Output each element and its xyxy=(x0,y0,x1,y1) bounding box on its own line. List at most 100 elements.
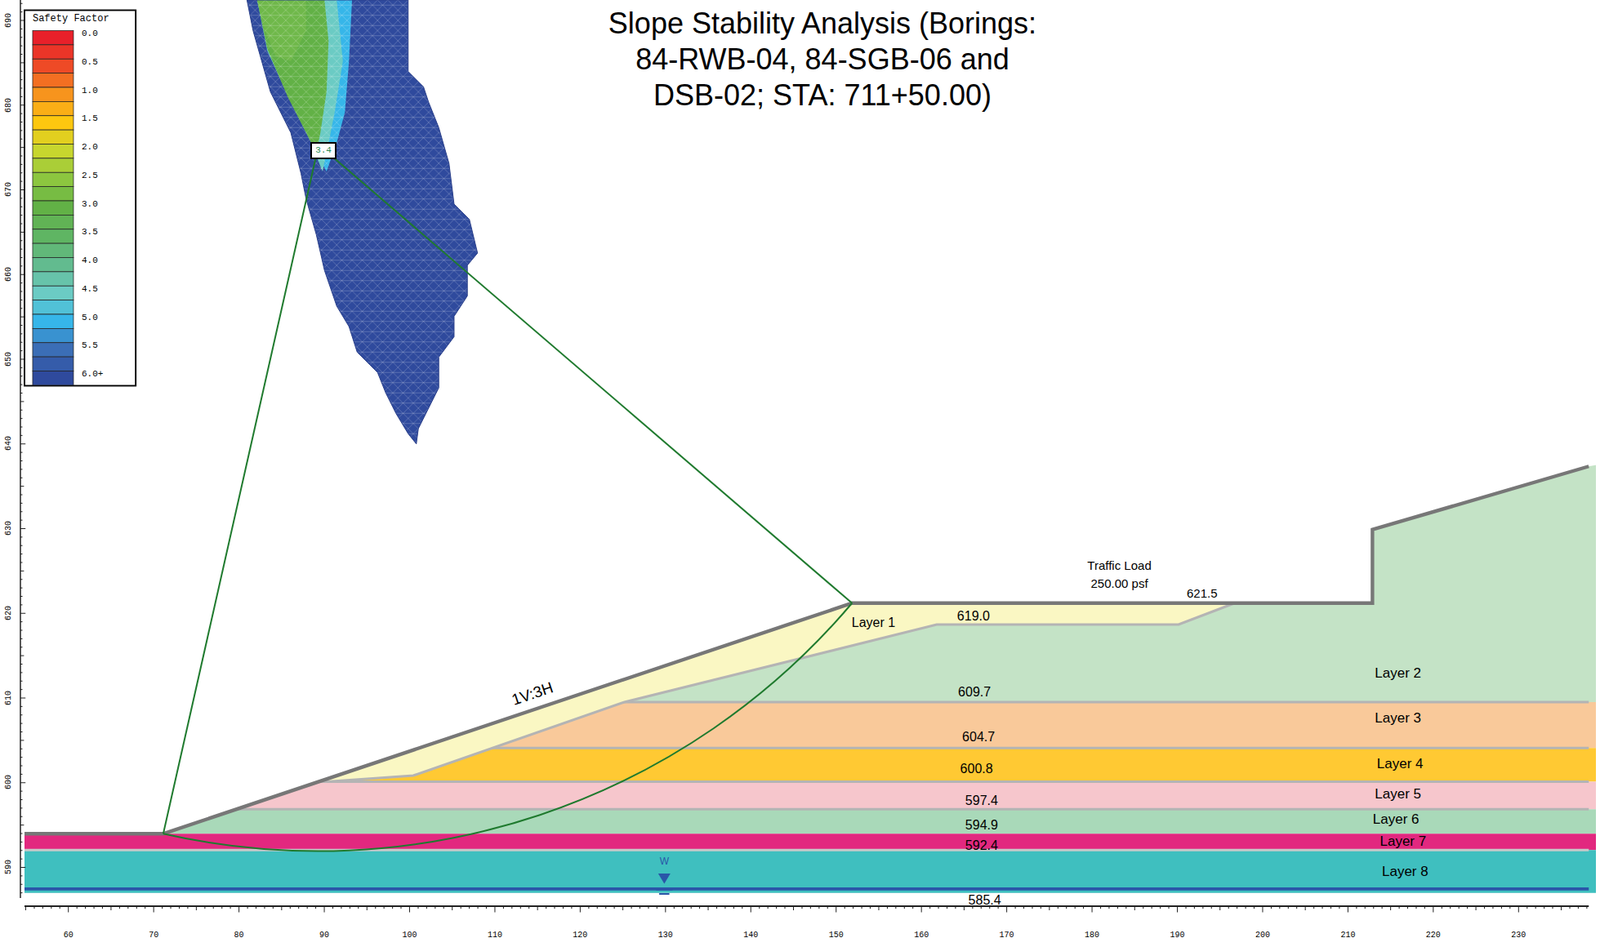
x-axis-tick-label: 130 xyxy=(658,931,673,941)
x-axis-tick-label: 80 xyxy=(234,931,245,941)
load-value: 250.00 psf xyxy=(1091,576,1149,591)
legend-swatch xyxy=(32,172,74,187)
y-axis-tick-label: 640 xyxy=(4,436,14,451)
legend-label: 1.5 xyxy=(81,113,99,125)
legend-swatch-step xyxy=(32,129,74,144)
legend-swatch xyxy=(32,115,74,130)
elevation-label: 621.5 xyxy=(1186,587,1218,602)
legend-swatch xyxy=(32,229,74,244)
x-axis-tick-label: 150 xyxy=(828,931,844,941)
legend-swatch xyxy=(32,144,74,159)
x-axis-tick-label: 200 xyxy=(1255,931,1271,941)
elevation-label: 597.4 xyxy=(965,793,999,809)
x-axis-tick-label: 180 xyxy=(1084,931,1100,941)
axis-rulers xyxy=(20,0,1589,914)
legend-label: 3.5 xyxy=(81,227,99,238)
y-axis-tick-label: 600 xyxy=(4,775,14,790)
y-axis-tick-label: 610 xyxy=(4,690,14,706)
legend-label: 4.5 xyxy=(81,283,99,295)
y-axis-tick-label: 630 xyxy=(4,521,14,536)
legend-label: 0.5 xyxy=(81,57,99,68)
y-axis-tick-label: 680 xyxy=(4,98,14,113)
legend-swatch xyxy=(32,314,74,329)
layer-name: Layer 2 xyxy=(1374,665,1422,682)
legend-swatch xyxy=(32,200,74,215)
legend-swatch xyxy=(32,285,74,300)
layer-name: Layer 6 xyxy=(1372,812,1420,829)
water-table xyxy=(24,887,1589,892)
layer-name: Layer 8 xyxy=(1381,864,1429,881)
y-axis-tick-label: 690 xyxy=(4,13,14,28)
legend-swatch-step xyxy=(32,243,74,258)
x-axis-tick-label: 110 xyxy=(487,931,503,941)
water-marker: W xyxy=(659,856,669,869)
legend-title: Safety Factor xyxy=(32,13,110,26)
critical-center-box: 3.4 xyxy=(310,142,337,160)
ruler-ticks xyxy=(20,3,1587,913)
legend-swatch-step xyxy=(32,101,74,116)
legend-swatch-step xyxy=(32,214,74,229)
x-axis-tick-label: 140 xyxy=(743,931,758,941)
layer-name: Layer 1 xyxy=(851,615,896,631)
y-axis-tick-label: 660 xyxy=(4,267,14,282)
layer-name: Layer 5 xyxy=(1374,786,1422,803)
air-mask xyxy=(0,0,1600,834)
y-axis-tick-label: 620 xyxy=(4,606,14,621)
layer-name: Layer 4 xyxy=(1377,756,1424,773)
elevation-label: 619.0 xyxy=(957,608,990,624)
layer-8-fill xyxy=(24,850,1596,894)
x-axis-tick-label: 120 xyxy=(572,931,588,941)
safety-factor-value: 3.4 xyxy=(315,145,332,156)
x-axis-tick-label: 160 xyxy=(913,931,929,941)
legend-swatch-step xyxy=(32,356,74,371)
legend-swatch-step xyxy=(32,158,74,173)
x-axis-tick-label: 210 xyxy=(1340,931,1355,941)
layer-7-fill xyxy=(24,833,1596,851)
layer-6-fill xyxy=(24,809,1596,834)
elevation-label: 609.7 xyxy=(958,685,991,700)
legend-swatch-step xyxy=(32,271,74,286)
legend-swatch xyxy=(32,87,74,102)
y-axis-tick-label: 650 xyxy=(4,352,14,367)
elevation-label: 585.4 xyxy=(968,893,1002,909)
legend-swatch-step xyxy=(32,187,74,201)
safety-contour xyxy=(234,0,500,450)
elevation-label: 594.9 xyxy=(965,818,999,834)
elevation-label: 600.8 xyxy=(960,762,994,777)
legend-swatch-step xyxy=(32,328,74,343)
legend-label: 3.0 xyxy=(81,198,99,210)
y-axis-tick-label: 670 xyxy=(4,182,14,197)
legend-label: 2.0 xyxy=(81,142,99,153)
x-axis-tick-label: 170 xyxy=(999,931,1015,941)
legend-label: 0.0 xyxy=(81,28,99,40)
y-axis-tick-label: 590 xyxy=(4,860,14,875)
legend-label: 5.0 xyxy=(81,311,99,323)
legend-swatch xyxy=(32,58,74,73)
legend-swatch xyxy=(32,31,74,45)
legend-box xyxy=(24,10,136,387)
layer-name: Layer 7 xyxy=(1380,833,1427,851)
x-axis-tick-label: 190 xyxy=(1169,931,1185,941)
water-symbol xyxy=(658,873,671,885)
legend-swatch xyxy=(32,343,74,357)
x-axis-tick-label: 60 xyxy=(63,931,74,941)
legend-swatch xyxy=(32,258,74,272)
legend-swatch xyxy=(32,371,74,386)
legend-swatch-step xyxy=(32,44,74,59)
water-symbol-lines xyxy=(655,890,673,895)
ground-surface xyxy=(24,466,1589,834)
legend-label: 5.5 xyxy=(81,340,99,352)
x-axis-tick-label: 90 xyxy=(319,931,330,941)
slip-surface xyxy=(163,155,852,852)
x-axis-tick-label: 100 xyxy=(401,931,417,941)
legend-swatch-step xyxy=(32,73,74,88)
chart-title: Slope Stability Analysis (Borings: 84-RW… xyxy=(597,5,1048,114)
elevation-label: 592.4 xyxy=(965,838,999,854)
legend-label: 4.0 xyxy=(81,255,99,267)
legend-label: 2.5 xyxy=(81,170,99,182)
x-axis-tick-label: 70 xyxy=(148,931,159,941)
legend-label: 6.0+ xyxy=(81,369,103,380)
layer-name: Layer 3 xyxy=(1374,710,1422,727)
